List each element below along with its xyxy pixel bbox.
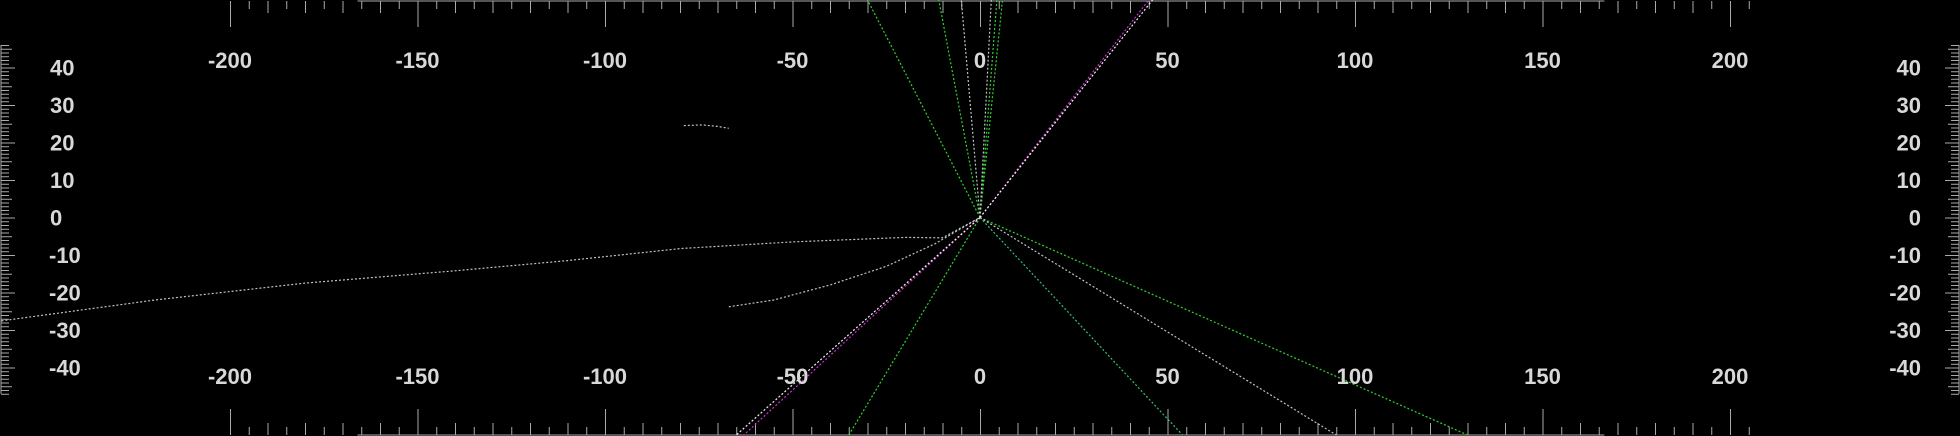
y-tick-label-right: -40 (1889, 356, 1921, 381)
x-tick-label-bottom: 100 (1337, 364, 1374, 389)
series-line-13 (979, 0, 1153, 218)
x-tick-label-bottom: -150 (395, 364, 439, 389)
series-line-5 (979, 216, 1468, 436)
y-tick-label-left: -10 (49, 243, 81, 268)
series-line-1 (938, 0, 981, 218)
x-tick-label-top: -200 (208, 48, 252, 73)
y-tick-label-left: -20 (49, 281, 81, 306)
series-line-3 (979, 0, 1004, 218)
series-line-4 (848, 217, 981, 436)
y-tick-label-right: -10 (1889, 243, 1921, 268)
y-tick-label-left: 40 (50, 56, 74, 81)
y-tick-label-right: 10 (1897, 168, 1921, 193)
series-layer (0, 0, 1468, 436)
x-tick-label-top: 200 (1712, 48, 1749, 73)
series-line-15 (728, 216, 981, 308)
y-tick-label-right: 30 (1897, 93, 1921, 118)
x-tick-label-bottom: 200 (1712, 364, 1749, 389)
series-line-8 (979, 0, 992, 218)
series-line-7 (960, 0, 981, 218)
x-tick-label-top: -150 (395, 48, 439, 73)
series-line-14 (0, 216, 981, 322)
x-tick-label-bottom: -100 (583, 364, 627, 389)
y-tick-label-left: 30 (50, 93, 74, 118)
x-tick-label-top: 50 (1155, 48, 1179, 73)
y-tick-label-left: 20 (50, 131, 74, 156)
x-tick-label-top: -100 (583, 48, 627, 73)
series-line-10 (743, 217, 981, 436)
x-tick-label-top: 150 (1524, 48, 1561, 73)
x-tick-label-top: 100 (1337, 48, 1374, 73)
x-tick-label-bottom: 0 (974, 364, 986, 389)
series-line-0 (866, 0, 981, 218)
y-tick-label-right: 20 (1897, 131, 1921, 156)
y-tick-label-left: -30 (49, 318, 81, 343)
x-tick-label-bottom: 150 (1524, 364, 1561, 389)
y-tick-label-right: -20 (1889, 281, 1921, 306)
x-tick-label-top: -50 (777, 48, 809, 73)
y-tick-label-right: -30 (1889, 318, 1921, 343)
tick-label-layer: -200-200-150-150-100-100-50-500050501001… (49, 48, 1921, 389)
series-line-2 (979, 0, 998, 218)
y-tick-label-right: 40 (1897, 56, 1921, 81)
y-tick-label-right: 0 (1909, 206, 1921, 231)
x-tick-label-top: 0 (974, 48, 986, 73)
series-line-12 (735, 217, 981, 436)
series-line-9 (979, 216, 1337, 436)
x-tick-label-bottom: -50 (777, 364, 809, 389)
y-tick-label-left: -40 (49, 356, 81, 381)
x-tick-label-bottom: 50 (1155, 364, 1179, 389)
x-tick-label-bottom: -200 (208, 364, 252, 389)
series-line-6 (979, 217, 1183, 436)
y-tick-label-left: 0 (50, 206, 62, 231)
y-tick-label-left: 10 (50, 168, 74, 193)
series-line-16 (683, 124, 729, 129)
